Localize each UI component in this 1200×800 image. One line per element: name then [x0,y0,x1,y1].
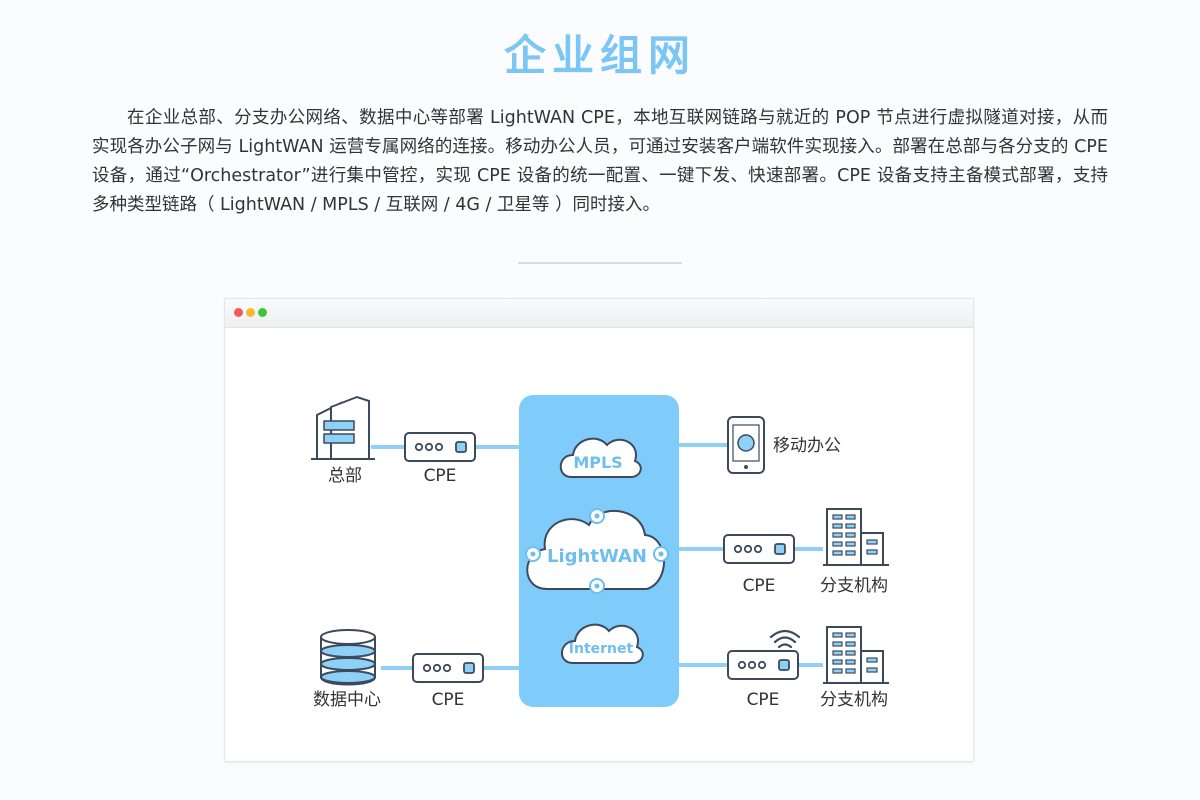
branch1-cpe-label: CPE [743,576,776,596]
intro-paragraph: 在企业总部、分支办公网络、数据中心等部署 LightWAN CPE，本地互联网链… [92,108,1108,215]
mobile-phone-icon [727,416,765,474]
hq-cpe-label: CPE [424,466,457,486]
branch1-building-icon [822,508,890,566]
headquarters-building-icon [311,395,375,460]
branch1-label: 分支机构 [820,576,888,596]
lightwan-cloud-label: LightWAN [547,546,647,567]
headquarters-label: 总部 [328,466,362,486]
diagram-window: MPLS LightWAN Internet 总部 [224,298,974,762]
dc-cpe-label: CPE [432,690,465,710]
network-diagram: MPLS LightWAN Internet 总部 [311,395,890,710]
branch2-label: 分支机构 [820,690,888,710]
wifi-icon [769,629,801,649]
branch2-building-icon [822,626,890,684]
minimize-dot-icon [246,308,255,317]
database-icon [320,629,376,686]
section-divider [518,262,682,264]
maximize-dot-icon [258,308,267,317]
lightwan-cloud-icon: LightWAN [525,508,669,594]
internet-cloud-icon: Internet [561,623,644,664]
page-title: 企业组网 [503,31,696,80]
internet-cloud-label: Internet [569,641,634,657]
close-dot-icon [234,308,243,317]
dc-cpe-device-icon [412,653,484,683]
branch1-cpe-device-icon [723,534,795,564]
branch2-cpe-label: CPE [747,690,780,710]
connection-lines [371,443,823,670]
hq-cpe-device-icon [404,432,476,462]
branch2-cpe-device-icon [727,650,799,680]
window-titlebar [225,299,973,328]
datacenter-label: 数据中心 [313,690,381,710]
mpls-cloud-label: MPLS [573,453,622,472]
mpls-cloud-icon: MPLS [559,437,642,478]
mobile-office-label: 移动办公 [773,436,841,456]
